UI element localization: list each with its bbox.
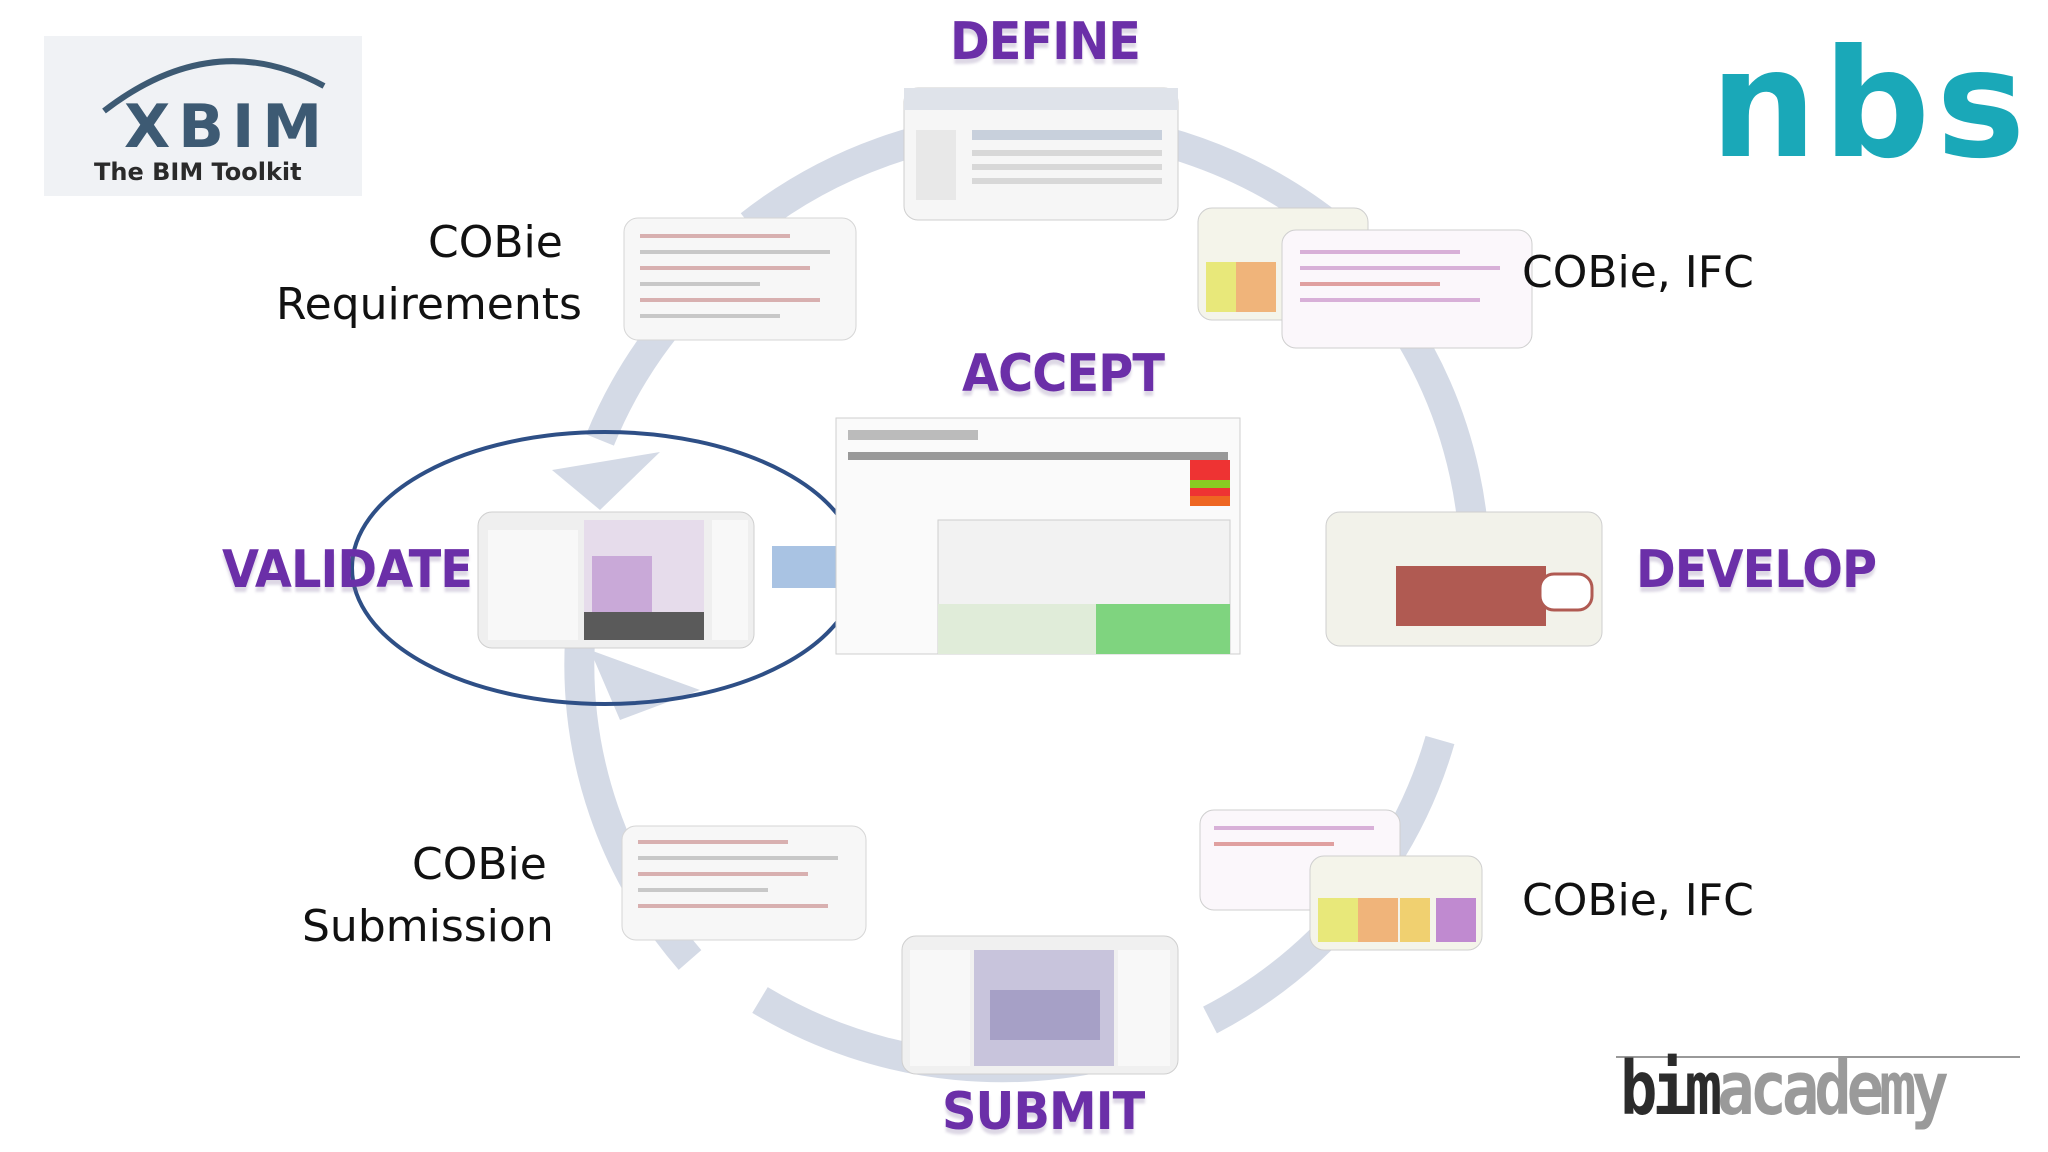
accept-validation-report [835, 417, 1241, 655]
bimacademy-logo: bimacademy [1620, 1052, 1956, 1126]
note-submission-line1: COBie [412, 839, 547, 890]
note-requirements-line1: COBie [428, 217, 563, 268]
submit-screenshot [901, 935, 1179, 1075]
stage-define: DEFINE [950, 12, 1141, 72]
note-submission-line2: Submission [302, 901, 554, 952]
cobie-ifc-bottom-screenshots [1199, 809, 1483, 951]
ring-arrowhead-left-bottom [590, 650, 700, 720]
xbim-logo: XBIM The BIM Toolkit [44, 36, 362, 196]
stage-submit: SUBMIT [942, 1082, 1145, 1142]
cobie-requirements-screenshot [623, 217, 857, 341]
xbim-tagline: The BIM Toolkit [94, 158, 302, 186]
ring-arrowhead-left-top [552, 452, 660, 510]
bimacademy-rule [1616, 1056, 2020, 1058]
stage-validate: VALIDATE [222, 540, 473, 600]
define-screenshot [903, 87, 1179, 221]
note-cobie-ifc-bottom: COBie, IFC [1522, 875, 1754, 926]
xbim-wordmark: XBIM [124, 92, 331, 162]
bimacademy-logo-academy: academy [1717, 1046, 1949, 1132]
stage-accept: ACCEPT [962, 344, 1165, 404]
develop-floorplan-screenshot [1325, 511, 1603, 647]
validate-screenshot [477, 511, 755, 649]
bimacademy-logo-bim: bim [1620, 1046, 1722, 1132]
cobie-ifc-top-screenshots [1197, 207, 1533, 349]
cobie-submission-screenshot [621, 825, 867, 941]
stage-develop: DEVELOP [1636, 540, 1877, 600]
nbs-logo: nbs [1710, 18, 2032, 192]
note-requirements-line2: Requirements [276, 279, 582, 330]
note-cobie-ifc-top: COBie, IFC [1522, 247, 1754, 298]
